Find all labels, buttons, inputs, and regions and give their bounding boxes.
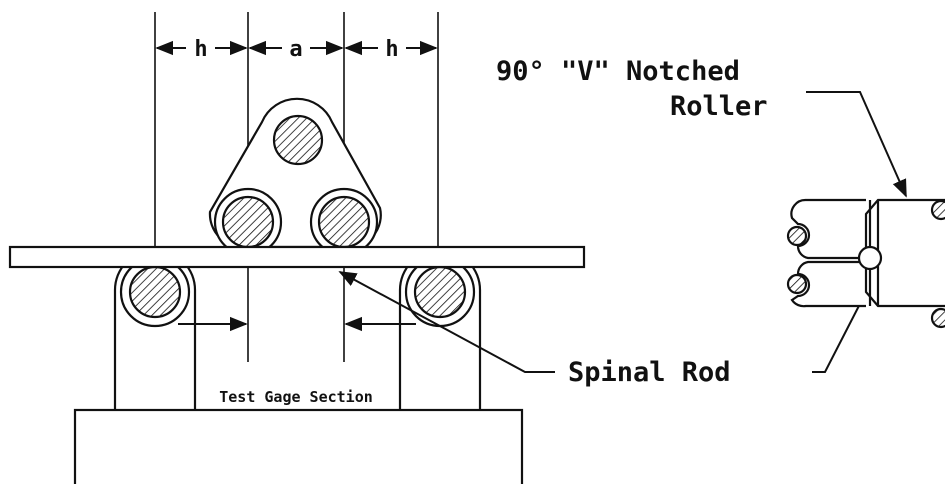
spinal-rod-bar [8, 245, 586, 269]
notched-roller-detail [786, 198, 945, 329]
load-roller-right [317, 195, 371, 249]
spinal-rod-leader-right [812, 295, 865, 373]
loading-yoke [208, 97, 382, 257]
roller-detail-pin-bl [786, 273, 808, 295]
dim-h-left: h [194, 37, 207, 62]
roller-detail-pin-tl [786, 225, 808, 247]
test-gage-section-label: Test Gage Section [219, 388, 373, 406]
yoke-top-pin [272, 114, 324, 166]
load-roller-left [221, 195, 275, 249]
support-roller-right [413, 265, 467, 319]
dim-a: a [289, 37, 302, 62]
base-block [73, 408, 524, 489]
roller-label-line1: 90° "V" Notched [496, 56, 740, 87]
roller-label-line2: Roller [670, 91, 768, 122]
support-fixtures [73, 248, 524, 489]
spinal-rod-cross-section [857, 245, 883, 271]
support-roller-left [128, 265, 182, 319]
roller-detail-upper [790, 198, 945, 260]
roller-leader [806, 91, 907, 198]
roller-detail-pin-tr [930, 199, 945, 221]
spinal-rod-label: Spinal Rod [568, 357, 731, 388]
roller-detail-pin-br [930, 307, 945, 329]
dim-h-right: h [385, 37, 398, 62]
spinal-rod-leader [338, 271, 555, 373]
roller-detail-lower [790, 260, 945, 308]
